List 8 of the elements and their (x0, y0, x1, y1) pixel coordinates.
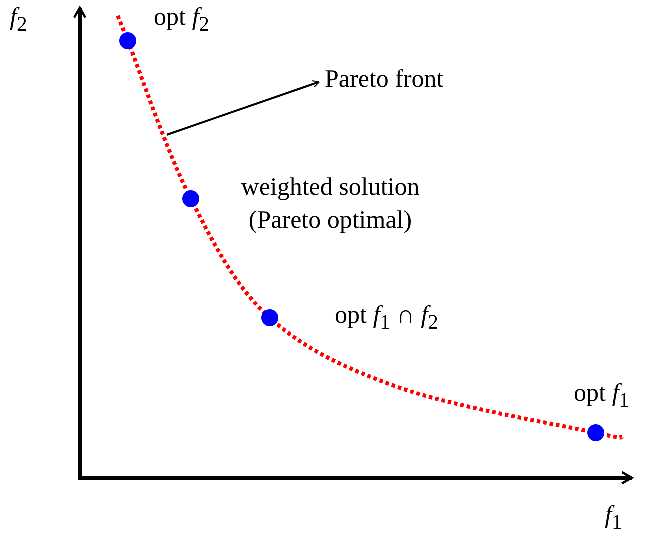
axis-label: f$_{2}$ (10, 3, 28, 38)
point-label: opt f$_{1}$ ∩ f$_{2}$ (335, 301, 439, 336)
callout-label: Pareto front (325, 64, 444, 96)
point-label: opt f$_{2}$ (154, 3, 210, 38)
axis-label: f$_{1}$ (605, 501, 622, 536)
leader-line (166, 80, 320, 136)
point-label: weighted solution (Pareto optimal) (240, 173, 421, 236)
point-label: opt f$_{1}$ (574, 379, 630, 414)
